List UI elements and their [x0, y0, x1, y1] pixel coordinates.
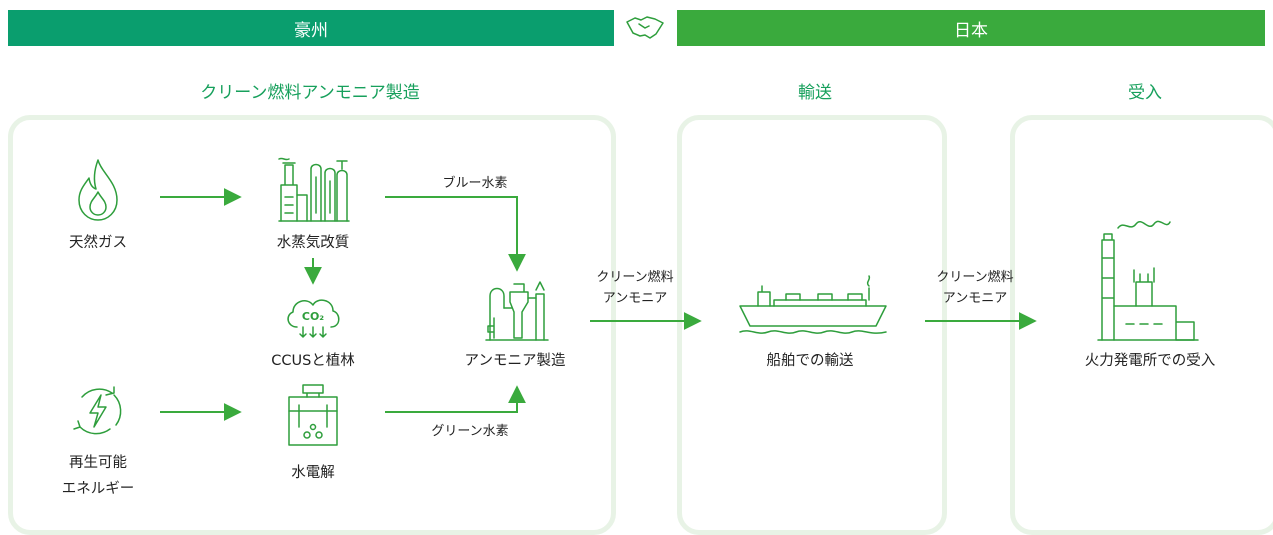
ammonia-production-label: アンモニア製造 [464, 353, 566, 369]
australia-label: 豪州 [294, 20, 328, 41]
ammonia-plant-icon [485, 281, 549, 341]
power-plant-label: 火力発電所での受入 [1084, 353, 1216, 369]
natural-gas-label: 天然ガス [69, 235, 127, 251]
power-plant-icon [1097, 220, 1199, 341]
co2-cloud-icon: CO₂ [287, 299, 340, 338]
ammonia-flow-label-1a: クリーン燃料 [596, 270, 674, 285]
renewable-label-line1: 再生可能 [69, 455, 127, 471]
ammonia-flow-label-2a: クリーン燃料 [936, 270, 1014, 285]
handshake-icon [626, 16, 664, 39]
reforming-plant-icon [278, 157, 350, 222]
steam-reforming-label: 水蒸気改質 [276, 235, 350, 251]
electrolysis-label: 水電解 [291, 465, 335, 481]
flame-icon [78, 159, 118, 221]
flow-arrows [160, 188, 1037, 421]
ammonia-flow-label-2b: アンモニア [942, 291, 1008, 306]
transport-panel [677, 115, 947, 535]
ship-transport-label: 船舶での輸送 [766, 353, 854, 369]
ammonia-flow-label-1b: アンモニア [602, 291, 668, 306]
australia-banner: 豪州 [8, 10, 614, 46]
arrow-green-hydrogen [385, 385, 526, 413]
japan-banner: 日本 [677, 10, 1265, 46]
arrow-blue-hydrogen [385, 196, 526, 272]
ccus-label: CCUSと植林 [271, 353, 355, 369]
renewable-label-line2: エネルギー [61, 481, 135, 497]
receiving-section-title: 受入 [1128, 83, 1162, 103]
receiving-panel [1010, 115, 1273, 535]
co2-text: CO₂ [302, 310, 324, 323]
japan-label: 日本 [954, 20, 988, 41]
transport-section-title: 輸送 [798, 83, 832, 103]
renewable-energy-icon [73, 386, 122, 435]
ship-icon [739, 275, 887, 334]
blue-hydrogen-label: ブルー水素 [442, 176, 508, 191]
production-section-title: クリーン燃料アンモニア製造 [200, 83, 420, 103]
electrolysis-icon [288, 384, 338, 446]
green-hydrogen-label: グリーン水素 [431, 424, 509, 439]
